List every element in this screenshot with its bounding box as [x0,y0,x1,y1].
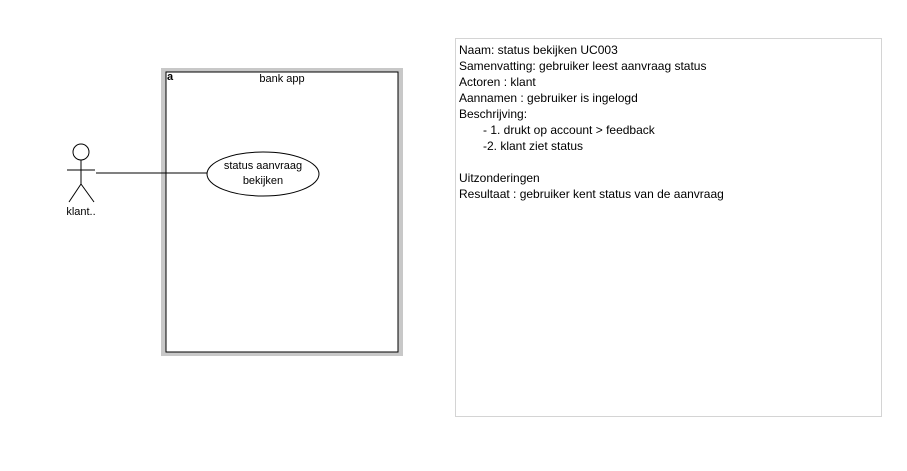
description-actors: Actoren : klant [459,75,536,89]
description-name: Naam: status bekijken UC003 [459,43,618,57]
description-result: Resultaat : gebruiker kent status van de… [459,187,724,201]
actor-right-leg [80,183,95,203]
usecase-description-note[interactable]: Naam: status bekijken UC003 Samenvatting… [455,38,882,417]
actor-figure[interactable] [67,143,95,203]
actor-name: klant.. [66,206,96,218]
usecase-label-line-1: status aanvraag [223,160,303,172]
usecase-ellipse[interactable] [206,151,320,197]
actor-left-leg [68,183,82,203]
system-name: bank app [259,73,305,85]
usecase-label: status aanvraag bekijken [207,159,319,189]
usecase-label-line-2: bekijken [242,175,284,187]
description-summary: Samenvatting: gebruiker leest aanvraag s… [459,59,707,73]
system-boundary [165,71,399,353]
actor-head [72,143,90,161]
description-step-2: -2. klant ziet status [483,139,584,153]
system-frame-tag: a [167,71,174,83]
description-exceptions: Uitzonderingen [459,171,540,185]
description-step-1: - 1. drukt op account > feedback [483,123,655,137]
description-assumptions: Aannamen : gebruiker is ingelogd [459,91,638,105]
description-label: Beschrijving: [459,107,528,121]
description-blank-line [459,154,881,170]
